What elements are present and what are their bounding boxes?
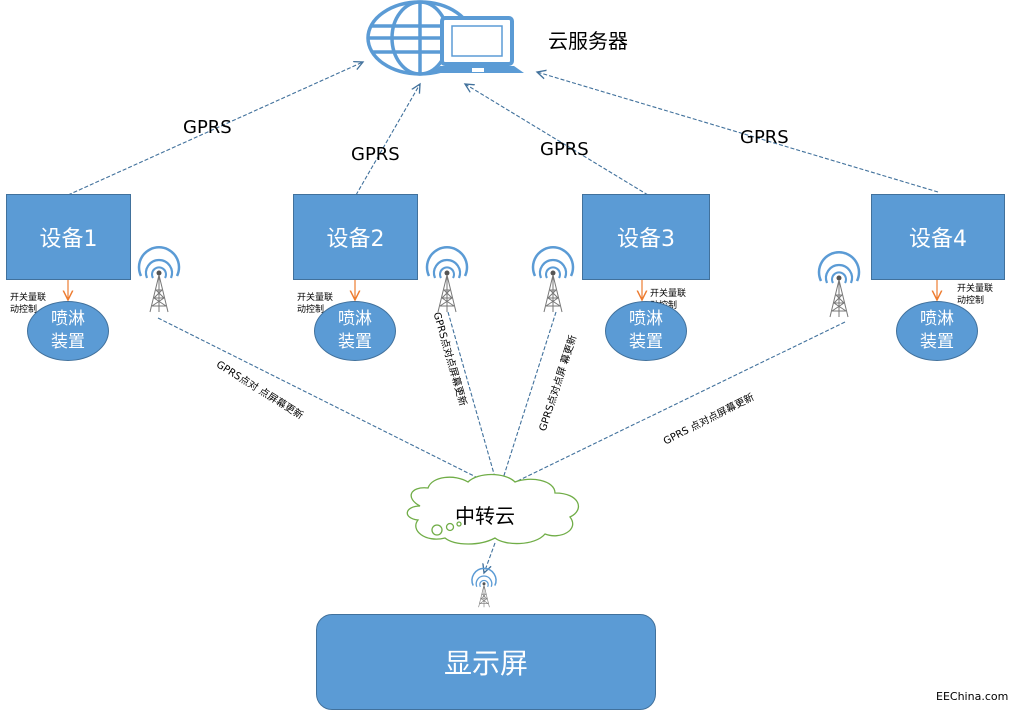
gprs-link-4	[537, 72, 939, 193]
antenna-tower-icon	[425, 246, 469, 314]
relay-cloud-shape	[406, 473, 580, 545]
sprinkler-4[interactable]: 喷淋装置	[896, 301, 978, 361]
sprinkler-2[interactable]: 喷淋装置	[314, 301, 396, 361]
sprinkler-3[interactable]: 喷淋装置	[605, 301, 687, 361]
gprs-label-2: GPRS	[351, 144, 400, 165]
gprs-label-1: GPRS	[183, 117, 232, 138]
antenna-tower-icon	[817, 251, 861, 319]
sprinkler-1[interactable]: 喷淋装置	[27, 301, 109, 361]
watermark: EEChina.com	[936, 690, 1009, 703]
laptop-icon	[432, 16, 524, 73]
device-3[interactable]: 设备3	[582, 194, 710, 280]
p2p-link-1	[157, 317, 498, 488]
server-label: 云服务器	[548, 29, 628, 53]
gprs-link-2	[355, 84, 420, 196]
display-screen[interactable]: 显示屏	[316, 614, 656, 710]
p2p-link-3	[500, 311, 557, 488]
antenna-tower-icon	[137, 246, 181, 314]
relay-cloud-label: 中转云	[455, 504, 515, 528]
device-4[interactable]: 设备4	[871, 194, 1005, 280]
gprs-label-4: GPRS	[740, 127, 789, 148]
control-label-1: 开关量联动控制	[10, 293, 47, 315]
device-2[interactable]: 设备2	[293, 194, 418, 280]
control-label-2: 开关量联动控制	[297, 293, 334, 315]
device-1[interactable]: 设备1	[6, 194, 131, 280]
p2p-link-4	[503, 321, 846, 488]
antenna-tower-icon	[471, 567, 497, 608]
antenna-tower-icon	[531, 246, 575, 314]
gprs-label-3: GPRS	[540, 139, 589, 160]
control-label-4: 开关量联动控制	[957, 284, 994, 306]
p2p-link-2	[447, 311, 498, 488]
